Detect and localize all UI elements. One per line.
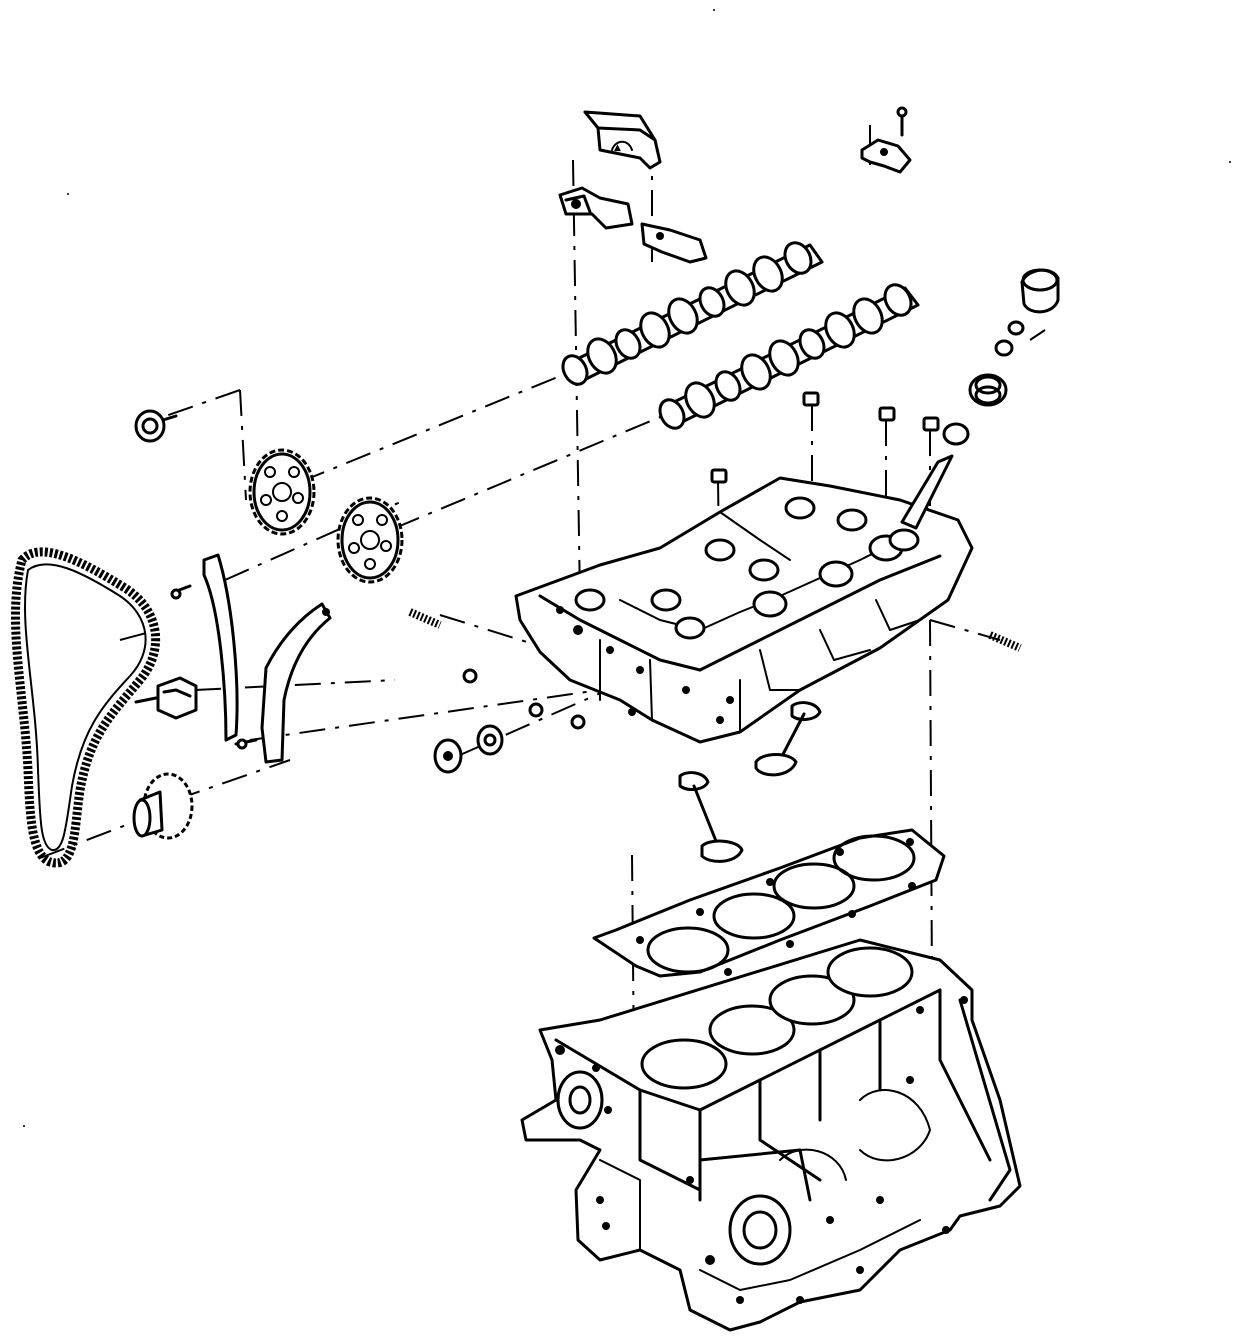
scan-specks [23,9,1231,1127]
chain-guide [234,602,332,764]
stud [408,608,1022,652]
cam-bracket-bolt [860,106,912,174]
sprocket-bolt [134,409,178,443]
valve-lifter [710,391,940,484]
svg-text:▲: ▲ [614,143,621,153]
camshaft-sprocket [336,496,404,584]
head-gasket [592,828,946,978]
valve [678,701,822,863]
crankshaft-sprocket [132,772,194,840]
intake-camshaft [561,241,824,386]
timing-chain [11,547,160,868]
cam-plug [433,668,586,774]
chain-guide [170,553,239,742]
valve-spring [900,268,1060,530]
camshaft-sprocket [248,448,316,536]
camshaft-bearing-cap: ▲ [583,110,662,170]
cylinder-block [520,938,1022,1332]
exhaust-camshaft [658,283,920,430]
cylinder-head [514,476,974,744]
chain-tensioner [134,676,198,720]
rocker-arm [558,186,708,264]
